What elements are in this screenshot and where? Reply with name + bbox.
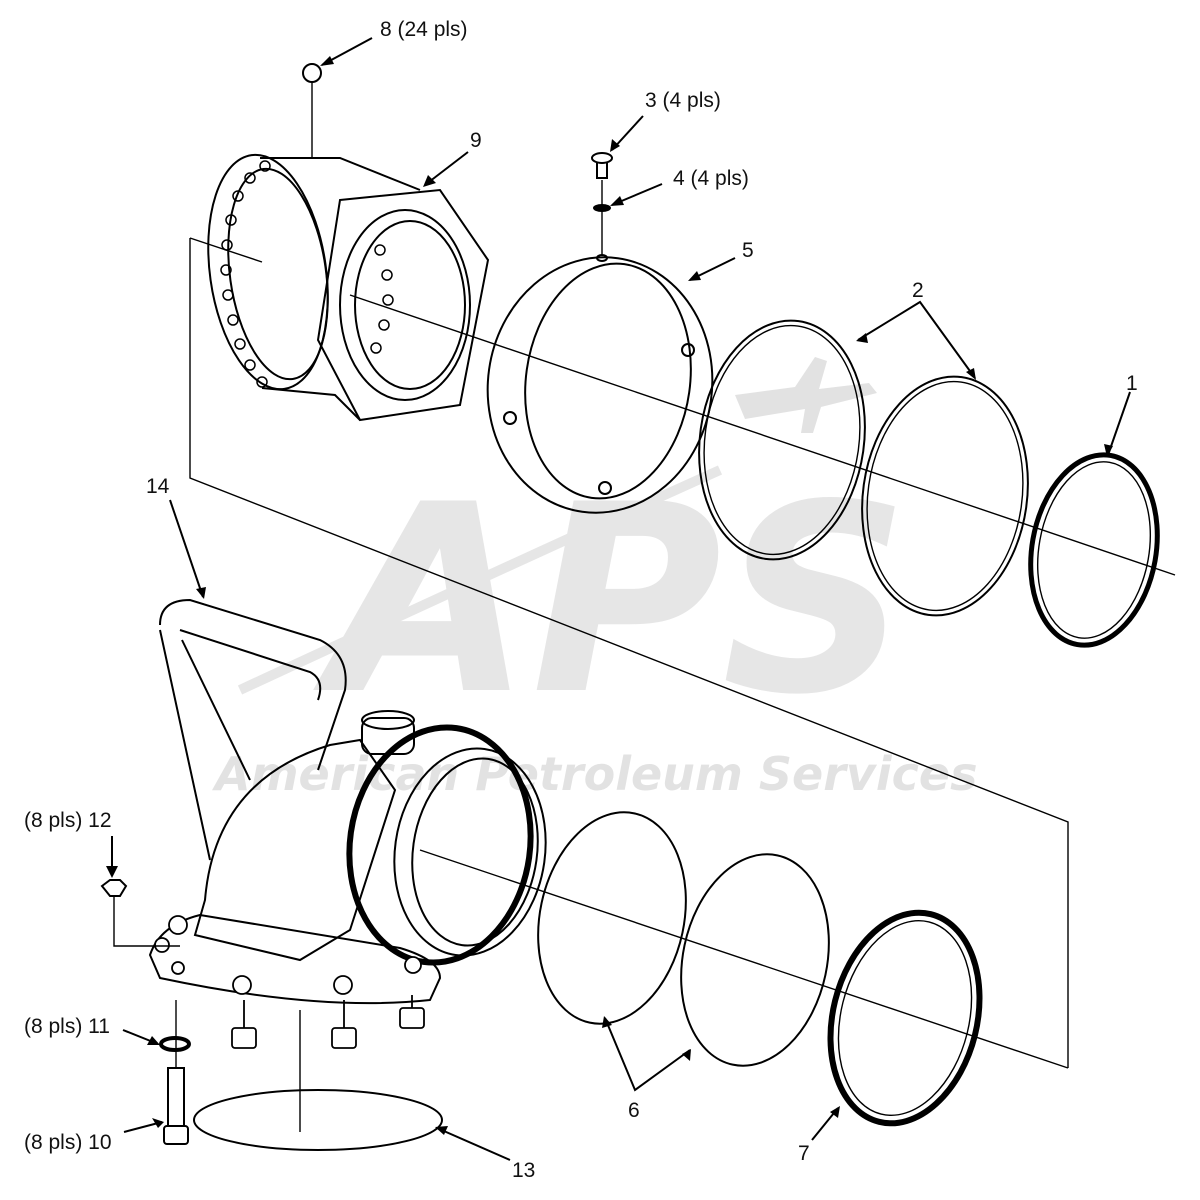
part-13-oring <box>193 1089 443 1151</box>
ring-2b <box>861 375 1029 617</box>
callout-12: (8 pls) 12 <box>24 809 112 832</box>
seal-7-ring <box>827 909 983 1127</box>
screw-shank <box>596 163 608 179</box>
part-2-rings <box>698 319 1029 617</box>
part-10-bolt <box>163 1000 189 1145</box>
adapter-flange-inner <box>227 167 329 381</box>
hex-nut-icon <box>100 879 128 897</box>
elbow-grooved-end <box>346 724 534 966</box>
collar-hole-bottom <box>598 481 612 495</box>
callout-6: 6 <box>628 1099 640 1122</box>
part-1-seal <box>1028 452 1160 648</box>
callout-8: 8 (24 pls) <box>380 18 468 41</box>
aps-company-name: American Petroleum Services <box>212 747 977 801</box>
callout-3: 3 (4 pls) <box>645 89 721 112</box>
part-12-nut <box>100 879 180 947</box>
lock-washer-icon <box>159 1036 191 1052</box>
ball-icon <box>302 63 322 83</box>
callout-11: (8 pls) 11 <box>24 1015 110 1038</box>
handle-part-14 <box>159 598 347 771</box>
hex-nut <box>316 188 490 422</box>
aps-logo-text: APS <box>310 450 909 752</box>
collar-screw-hole <box>596 254 608 262</box>
part-3-screw <box>591 152 613 179</box>
adapter-rear-flange <box>207 153 329 391</box>
part-8-ball <box>302 63 322 158</box>
callout-10: (8 pls) 10 <box>24 1131 112 1154</box>
callout-2: 2 <box>912 279 924 302</box>
aps-swoosh <box>237 465 723 695</box>
callout-labels: 8 (24 pls) 9 3 (4 pls) 4 (4 pls) 5 2 1 1… <box>24 18 1138 1182</box>
callout-13: 13 <box>512 1159 535 1182</box>
collar-outer <box>486 256 714 514</box>
collar-inner <box>524 262 692 500</box>
elbow-outlet-inner <box>411 757 539 947</box>
part-5-collar <box>486 254 714 514</box>
collar-hole-left <box>503 411 517 425</box>
callout-1: 1 <box>1126 372 1138 395</box>
part-7-seal <box>827 909 983 1127</box>
bolt-hole-circle <box>220 160 394 388</box>
flange-bolts <box>154 915 422 995</box>
adapter-bore-inner <box>354 220 466 390</box>
ring-6a <box>537 811 687 1025</box>
adapter-body-edges <box>260 157 421 421</box>
part-6-rings <box>537 811 830 1067</box>
aps-watermark: APS American Petroleum Services <box>212 357 977 801</box>
elbow-shell <box>193 738 397 962</box>
callout-4: 4 (4 pls) <box>673 167 749 190</box>
callout-9: 9 <box>470 129 482 152</box>
callout-14: 14 <box>146 475 170 498</box>
ring-2a <box>698 319 866 561</box>
part-9-adapter <box>207 153 490 422</box>
airplane-icon <box>735 357 877 433</box>
screw-head <box>591 152 613 164</box>
flange-nuts-below <box>231 995 425 1049</box>
leader-arrowheads <box>106 56 1113 1135</box>
frame-line <box>189 238 1069 1068</box>
handle-stem <box>159 629 251 861</box>
bolt-shank <box>167 1067 185 1127</box>
adapter-bore-outer <box>339 209 471 401</box>
ring-6b <box>680 853 830 1067</box>
lower-centerline <box>419 849 1069 1069</box>
elbow-body <box>148 598 547 1049</box>
collar-hole-right <box>681 343 695 357</box>
seal-ring <box>1028 452 1160 648</box>
part-11-washer <box>159 1036 191 1052</box>
callout-5: 5 <box>742 239 754 262</box>
callout-7: 7 <box>798 1142 810 1165</box>
elbow-outlet-outer <box>393 747 547 957</box>
bolt-head <box>163 1125 189 1145</box>
